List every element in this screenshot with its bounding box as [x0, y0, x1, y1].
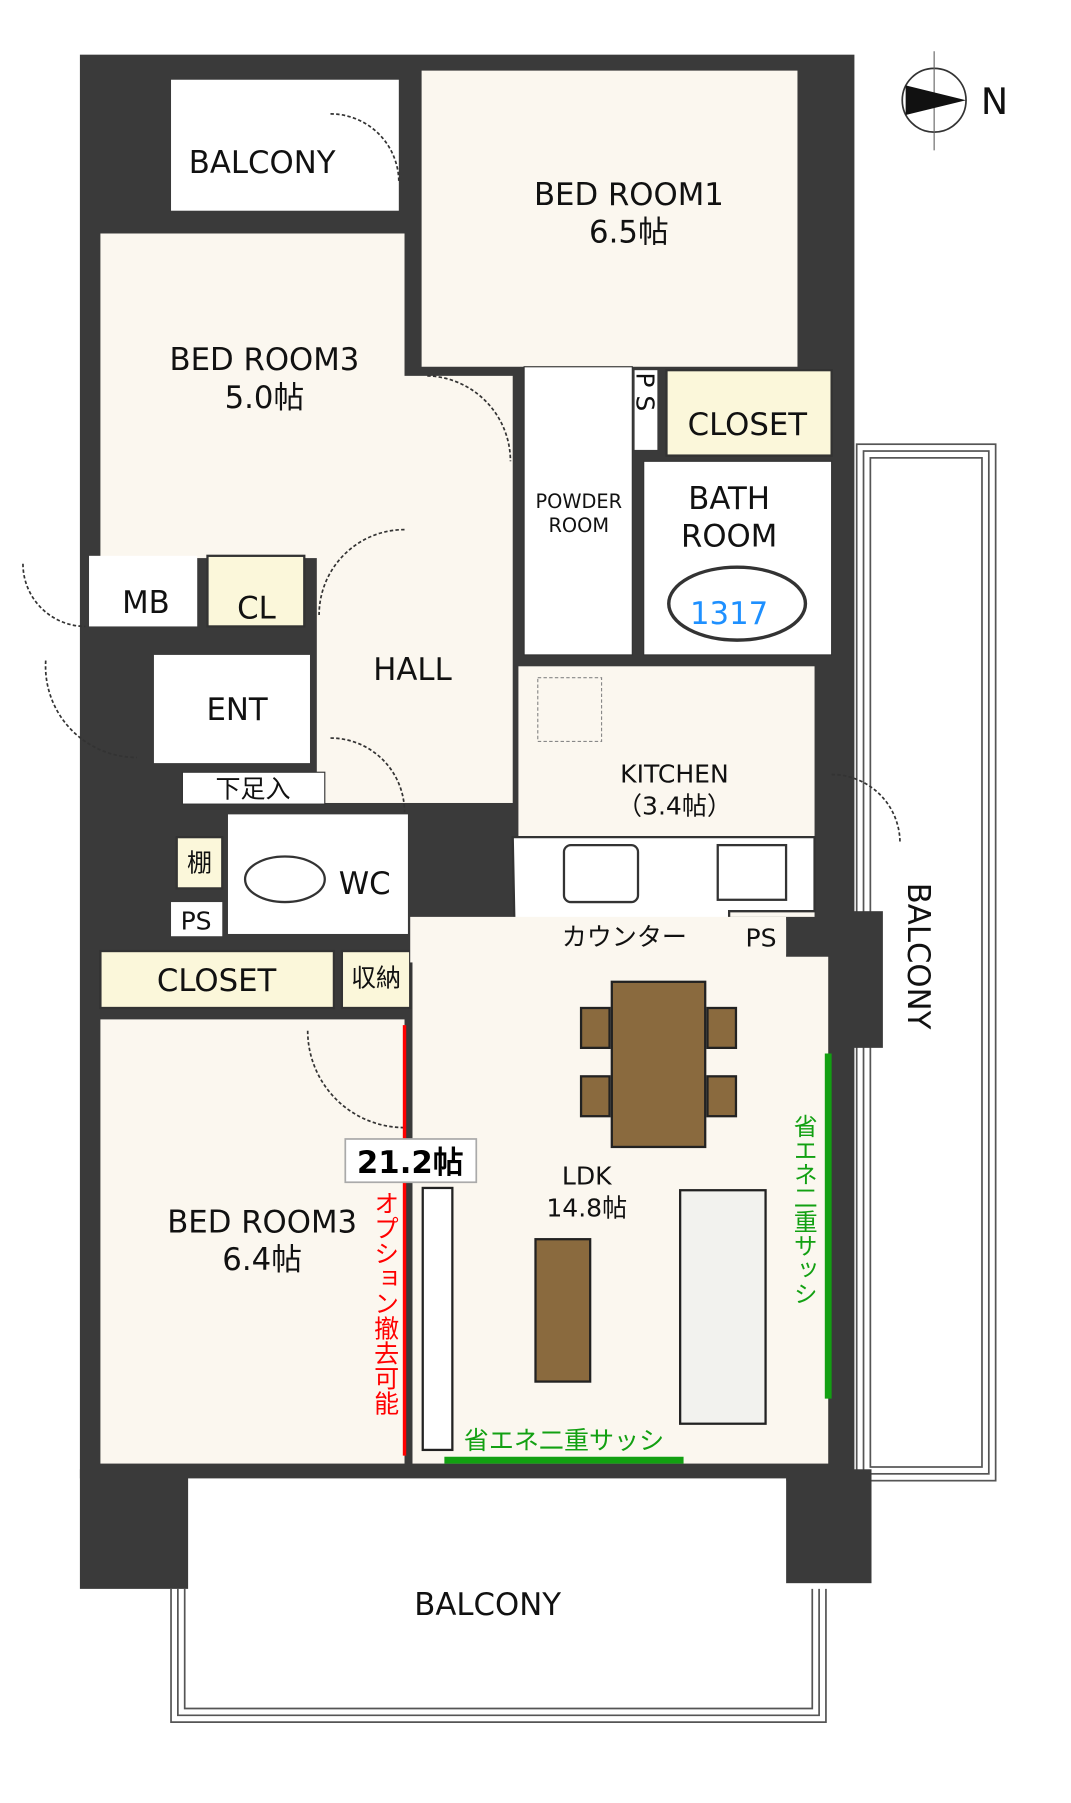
- north-compass: N: [901, 51, 1008, 151]
- compass-label: N: [981, 80, 1008, 123]
- bedroom3-bottom-area: [100, 1019, 405, 1464]
- tub-code-label: 1317: [690, 596, 768, 632]
- bedroom1-area: [421, 70, 798, 367]
- dining-table: [610, 980, 707, 1149]
- balcony-bottom-label: BALCONY: [414, 1587, 561, 1623]
- balcony-bottom-area: [170, 1588, 827, 1723]
- bath-room-label-2: ROOM: [681, 519, 777, 555]
- ldk-name: LDK: [562, 1162, 612, 1191]
- ps-top-label: P S: [630, 372, 659, 411]
- bath-room-label-1: BATH: [688, 481, 770, 517]
- balcony-top-area: [171, 79, 399, 211]
- chair: [706, 1075, 738, 1118]
- coffee-table: [534, 1238, 592, 1383]
- closet-top-area: [665, 369, 833, 457]
- sofa: [679, 1189, 767, 1425]
- chair: [579, 1006, 611, 1049]
- bedroom3-bottom-name: BED ROOM3: [167, 1204, 357, 1240]
- shelf-label: 棚: [187, 848, 212, 877]
- chair: [579, 1075, 611, 1118]
- eco-sash-bottom-label: 省エネ二重サッシ: [464, 1426, 664, 1455]
- tv-board: [421, 1186, 454, 1452]
- powder-room-area: [523, 366, 633, 656]
- toilet: [243, 855, 326, 904]
- door-swings: [22, 113, 901, 1129]
- shoe-box: [181, 771, 326, 805]
- bedroom3-top-size: 5.0帖: [225, 380, 305, 416]
- ps-wc-label: PS: [181, 906, 212, 935]
- bedroom3-top-name: BED ROOM3: [169, 342, 359, 378]
- ldk-upper-area: [410, 916, 787, 963]
- cl-area: [206, 554, 306, 628]
- balcony-top-label: BALCONY: [189, 145, 336, 181]
- combined-size-box: [344, 1138, 478, 1184]
- stove: [716, 843, 788, 901]
- mb-label: MB: [122, 585, 170, 621]
- powder-room-label-1: POWDER: [535, 490, 622, 513]
- bedroom1-size: 6.5帖: [589, 215, 669, 251]
- ldk-size: 14.8帖: [546, 1193, 627, 1222]
- kitchen-size: （3.4帖）: [617, 791, 732, 820]
- mb-area: [89, 555, 198, 627]
- closet-top-label: CLOSET: [688, 407, 808, 443]
- bedroom1-name: BED ROOM1: [534, 177, 724, 213]
- eco-sash-right-label: 省エネ二重サッシ: [789, 1114, 817, 1305]
- shoe-box-label: 下足入: [215, 774, 290, 803]
- ent-area: [153, 654, 310, 764]
- sink: [562, 843, 640, 904]
- chair: [706, 1006, 738, 1049]
- kitchen-name: KITCHEN: [620, 759, 729, 788]
- option-removable-label: オプション撤去可能: [371, 1190, 400, 1415]
- wc-label: WC: [339, 866, 391, 902]
- ps-kitchen-label: PS: [746, 923, 777, 952]
- counter-label: カウンター: [562, 922, 687, 951]
- hall-label: HALL: [373, 652, 451, 688]
- balcony-bottom-floor: [193, 1480, 787, 1584]
- cl-label: CL: [237, 590, 276, 626]
- ps-wc-area: [171, 902, 223, 937]
- kitchen-hood: [537, 677, 603, 743]
- closet-bottom-label: CLOSET: [157, 963, 277, 999]
- shelf-area: [175, 836, 224, 890]
- hall-area: [316, 375, 513, 803]
- north-arrow-icon: [905, 85, 967, 116]
- ent-label: ENT: [206, 692, 267, 728]
- closet-bottom-area: [99, 949, 336, 1010]
- combined-size-label: 21.2帖: [357, 1145, 464, 1181]
- bathtub: [667, 565, 808, 642]
- balcony-right-label: BALCONY: [900, 883, 936, 1030]
- storage-area: [340, 949, 412, 1010]
- bedroom3-bottom-size: 6.4帖: [222, 1242, 302, 1278]
- storage-label: 収納: [351, 963, 401, 992]
- powder-room-label-2: ROOM: [548, 514, 609, 537]
- ps-top-area: [634, 370, 658, 450]
